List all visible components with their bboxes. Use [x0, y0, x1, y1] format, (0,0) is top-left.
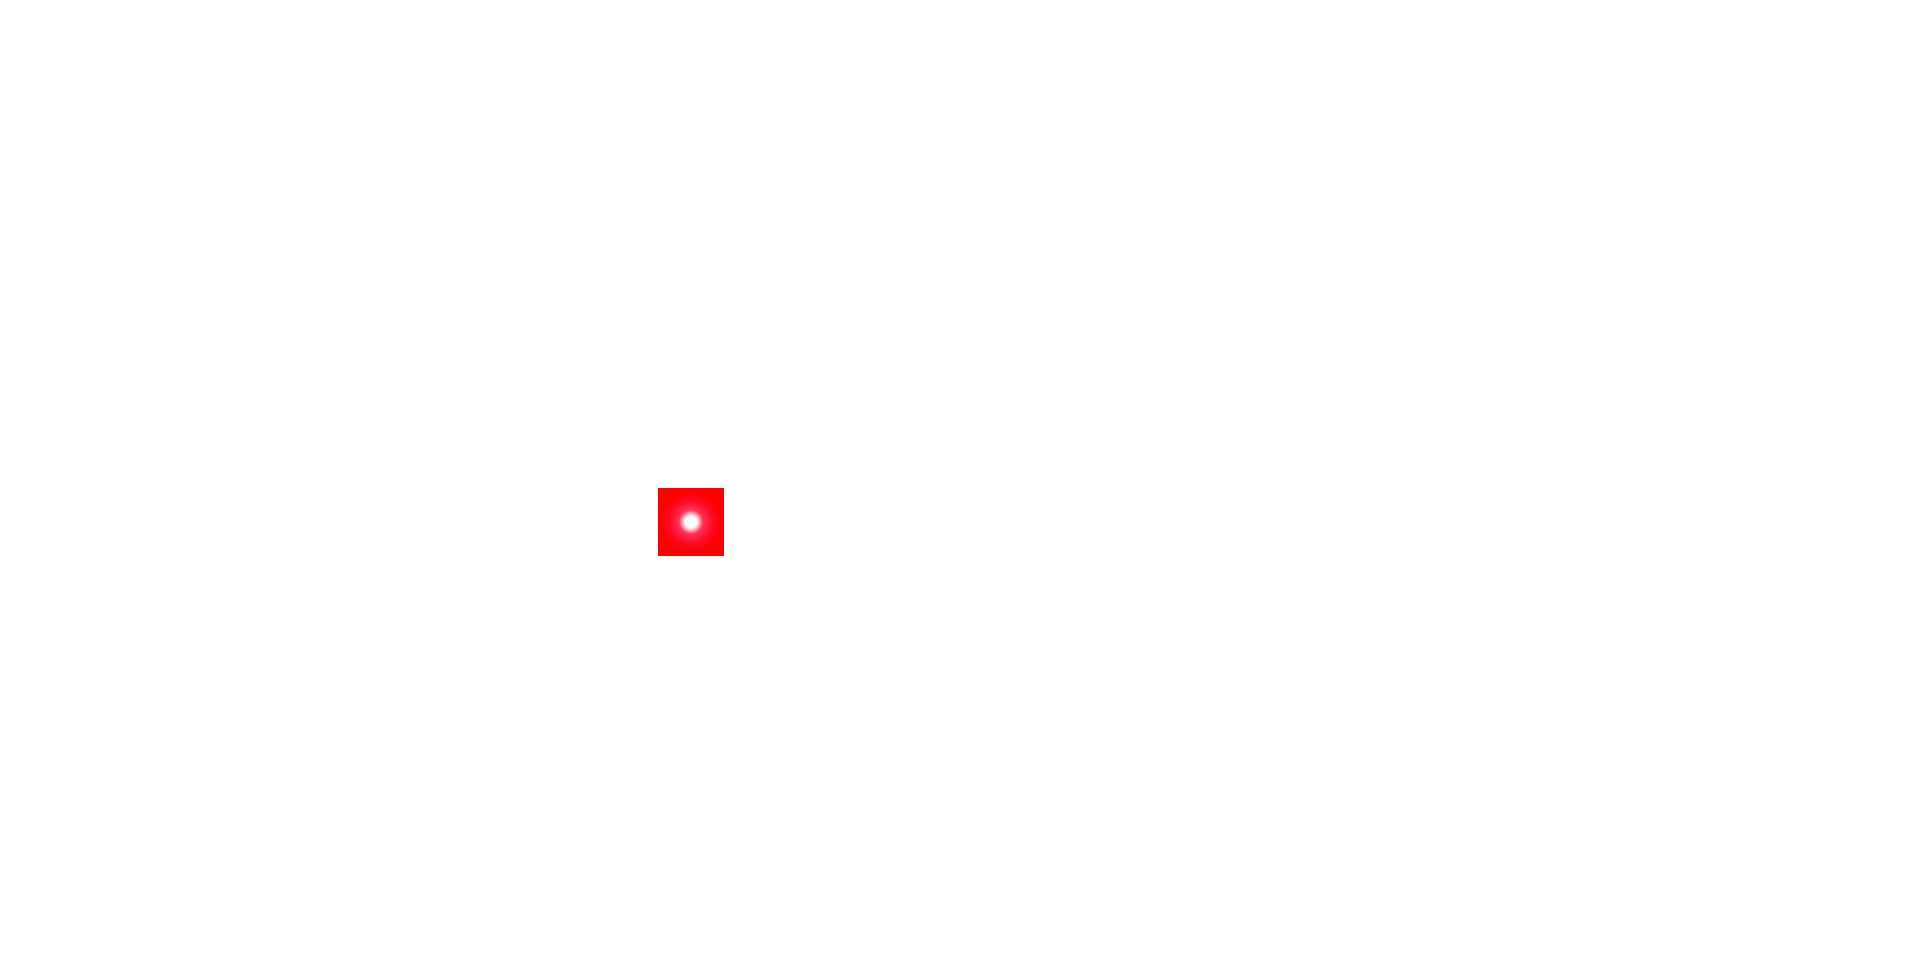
marker-center-dot-icon: [685, 516, 697, 528]
target-marker[interactable]: [658, 488, 724, 556]
